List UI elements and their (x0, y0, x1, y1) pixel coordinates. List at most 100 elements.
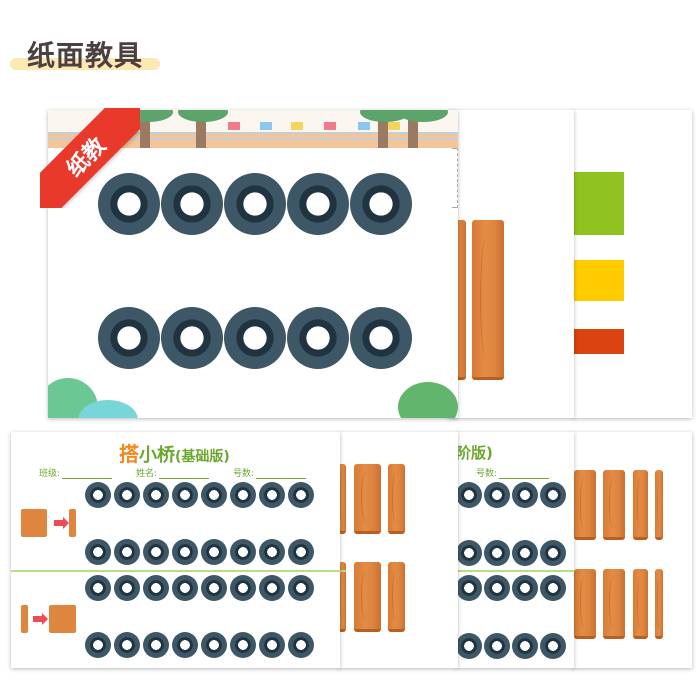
tire-icon (114, 632, 140, 658)
wood-plank (633, 470, 648, 540)
field-class: 班级: (39, 466, 113, 479)
tire-icon (85, 632, 111, 658)
fence (48, 132, 458, 140)
arrow-right-icon (33, 613, 48, 625)
wood-plank (354, 562, 381, 632)
swatch-green (572, 172, 624, 235)
tire-icon (230, 539, 256, 565)
field-line (159, 478, 210, 479)
wide-block (49, 605, 76, 633)
tire-icon (288, 575, 314, 601)
tire-icon (288, 632, 314, 658)
tire-icon (259, 575, 285, 601)
wood-plank (472, 220, 504, 380)
tire-icon (484, 482, 510, 508)
corner-ribbon: 纸教 (40, 108, 140, 208)
wood-plank (388, 464, 405, 534)
field-name: 姓名: (136, 466, 210, 479)
cut-line (452, 148, 458, 208)
wood-plank (633, 569, 648, 639)
tire-icon (288, 482, 314, 508)
bush (78, 400, 138, 418)
flag-blue (260, 122, 272, 130)
wide-block (21, 509, 47, 537)
wood-plank (655, 569, 663, 639)
tire-icon (350, 307, 412, 369)
flag-yellow (388, 122, 400, 130)
page-title: 纸面教具 (27, 39, 144, 72)
tire-icon (287, 173, 349, 235)
tree (378, 110, 388, 148)
tire-icon (230, 575, 256, 601)
wood-plank (655, 470, 663, 540)
tire-icon (484, 540, 510, 566)
tire-icon (540, 633, 566, 659)
tire-icon (484, 575, 510, 601)
tire-icon (143, 575, 169, 601)
tire-icon (161, 307, 223, 369)
field-line (62, 478, 113, 479)
worksheet-basic: 搭小桥(基础版) 班级: 姓名: 号数: (11, 432, 340, 668)
tire-icon (172, 575, 198, 601)
tree-crown (398, 110, 448, 122)
tire-icon (224, 173, 286, 235)
worksheet-title: 阶版) (456, 444, 493, 462)
tire-icon (512, 482, 538, 508)
field-line (256, 478, 307, 479)
tire-icon (98, 307, 160, 369)
tree-crown (360, 110, 410, 122)
wood-plank (354, 464, 381, 534)
narrow-block (21, 605, 28, 633)
section-divider (456, 570, 574, 572)
tire-icon (114, 539, 140, 565)
tire-icon (456, 482, 482, 508)
tire-icon (98, 173, 160, 235)
tire-icon (143, 539, 169, 565)
wood-plank (338, 464, 346, 534)
tire-icon (288, 539, 314, 565)
wood-plank (338, 562, 346, 632)
bush (398, 382, 458, 418)
tire-icon (287, 307, 349, 369)
section-divider (338, 570, 346, 572)
swatch-yellow (572, 260, 624, 301)
flag-blue (358, 122, 370, 130)
field-number: 号数: (233, 466, 307, 479)
color-swatch-card (572, 110, 692, 418)
tire-icon (540, 575, 566, 601)
tire-icon (114, 482, 140, 508)
tree (408, 110, 418, 148)
tire-icon (85, 539, 111, 565)
tire-icon (201, 482, 227, 508)
plank-sheet-left (338, 432, 458, 668)
tire-icon (201, 575, 227, 601)
section-divider (11, 570, 340, 572)
plank-card (448, 110, 574, 418)
tire-icon (484, 633, 510, 659)
tire-icon (230, 482, 256, 508)
flag-red (228, 122, 240, 130)
heading-highlight-bar (10, 58, 160, 70)
tire-icon (172, 632, 198, 658)
ribbon-label: 纸教 (40, 108, 140, 208)
tire-icon (143, 632, 169, 658)
tire-icon (456, 540, 482, 566)
tire-icon (201, 632, 227, 658)
tire-icon (259, 632, 285, 658)
tire-icon (540, 540, 566, 566)
tire-icon (456, 575, 482, 601)
wood-plank (574, 470, 596, 540)
tire-icon (350, 173, 412, 235)
tire-icon (143, 482, 169, 508)
tire-icon (172, 482, 198, 508)
tire-icon (540, 482, 566, 508)
arrow-right-icon (54, 517, 69, 529)
worksheet-title: 搭小桥(基础版) (119, 442, 230, 466)
tire-icon (85, 482, 111, 508)
swatch-orange (572, 329, 624, 354)
tire-icon (512, 575, 538, 601)
tire-icon (161, 173, 223, 235)
tire-icon (230, 632, 256, 658)
field-number: 号数: (476, 466, 550, 479)
tire-icon (259, 539, 285, 565)
